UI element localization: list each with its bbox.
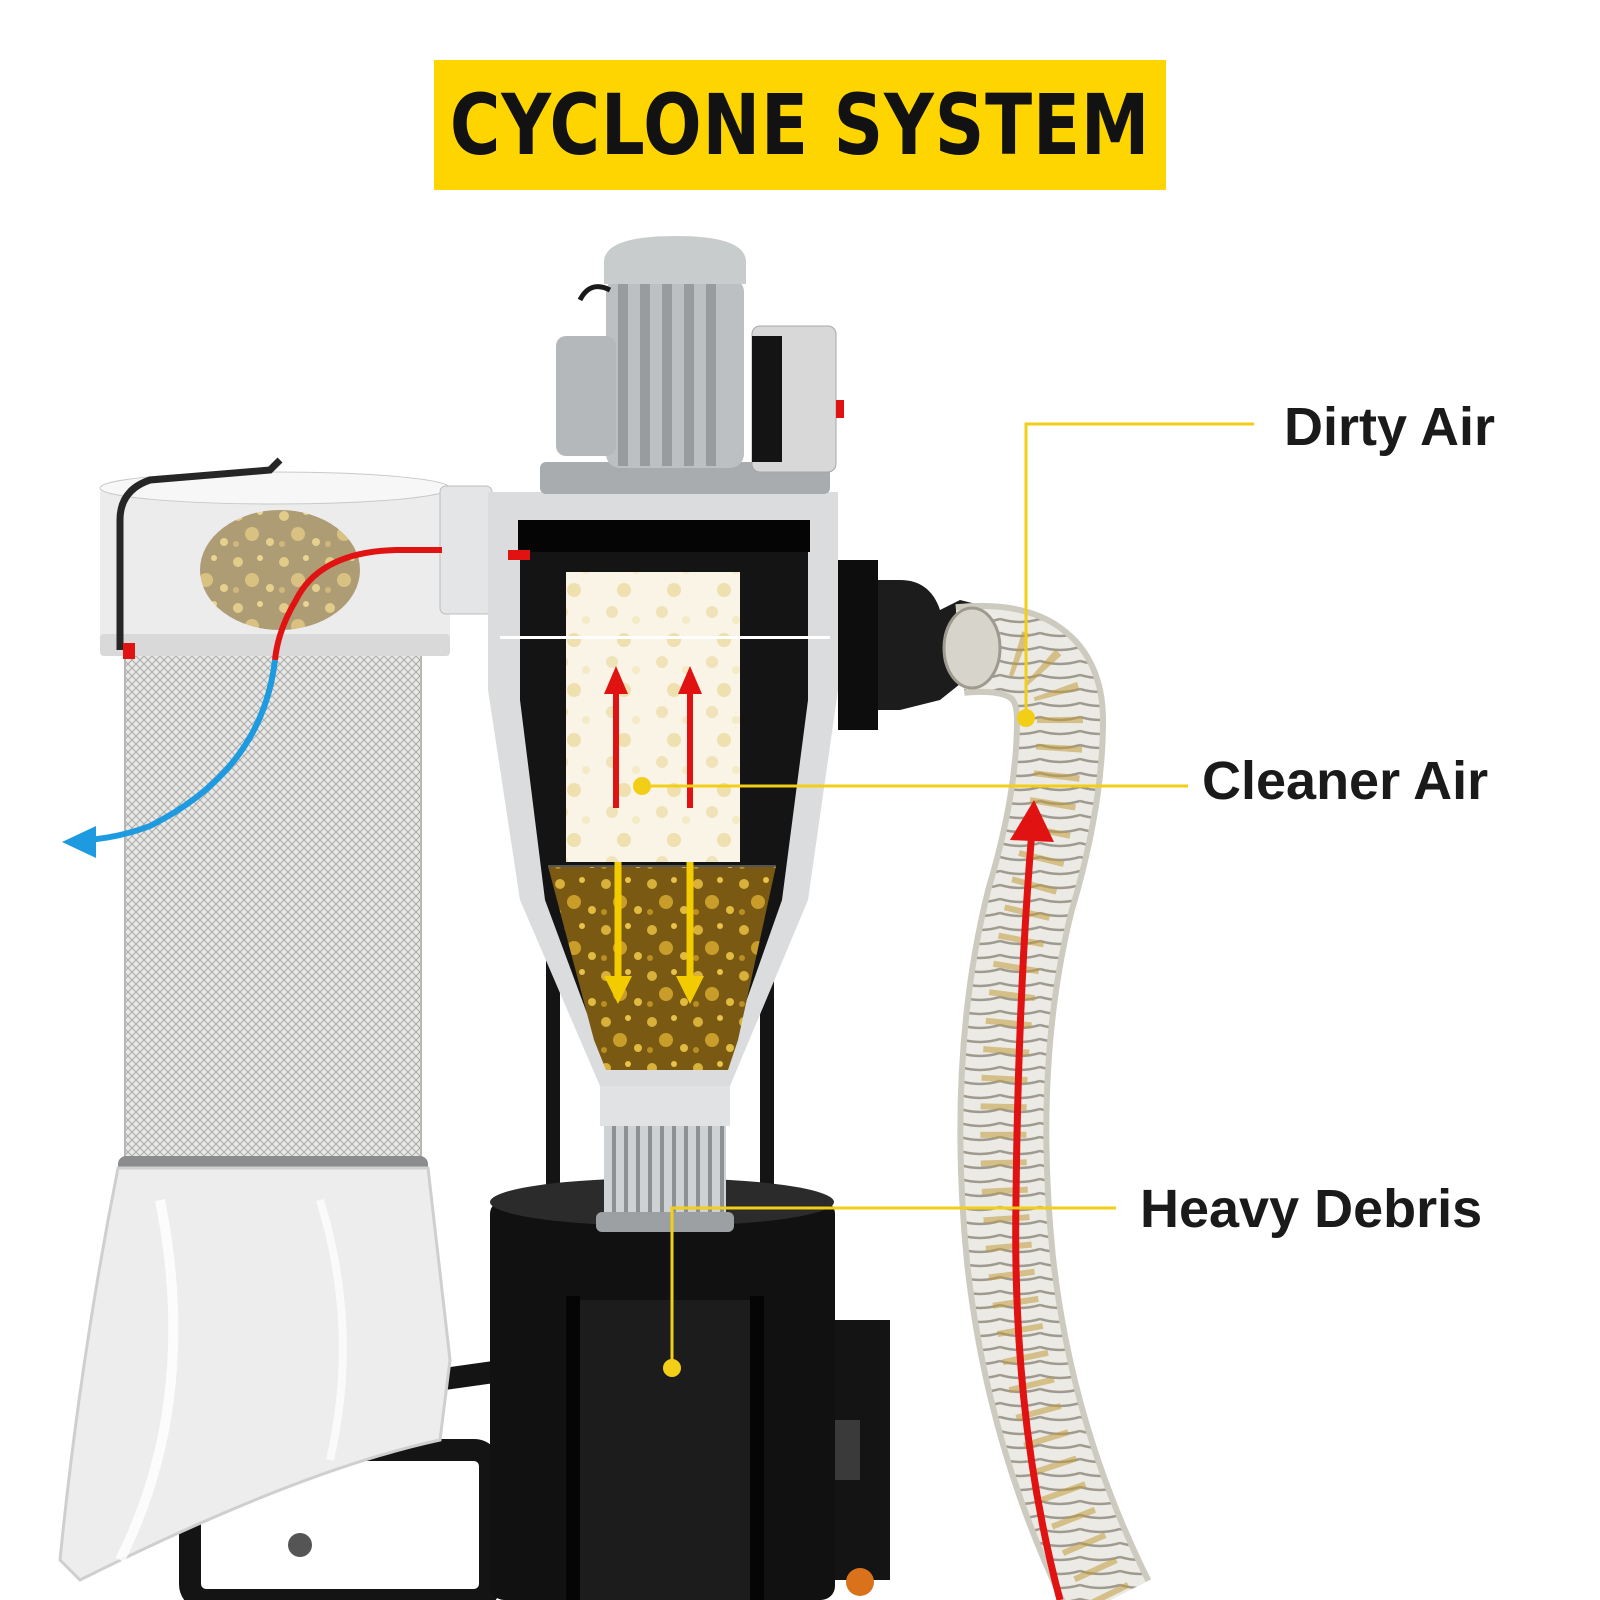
callout-lines xyxy=(633,422,1254,1377)
debris-drum-icon xyxy=(490,1178,835,1600)
callout-label-heavy-debris: Heavy Debris xyxy=(1140,1179,1483,1239)
callout-line-heavy-debris xyxy=(670,1206,1116,1368)
callout-label-dirty-air: Dirty Air xyxy=(1284,397,1496,457)
collection-bag-icon xyxy=(58,1166,452,1582)
filter-lid xyxy=(99,457,451,659)
title-banner xyxy=(434,60,1166,190)
callout-line-dirty-air xyxy=(1024,422,1254,718)
cyclone-body xyxy=(488,492,838,1086)
title-banner-box: CYCLONE SYSTEM xyxy=(434,60,1166,190)
inlet-duct xyxy=(439,485,493,615)
page-title: CYCLONE SYSTEM xyxy=(449,76,1151,174)
flow-arrow-icon xyxy=(62,547,1064,1600)
switch-box-icon xyxy=(751,325,844,473)
callout-dot-dirty-air xyxy=(1017,709,1035,727)
callout-label-cleaner-air: Cleaner Air xyxy=(1202,751,1489,811)
filter-canister-icon xyxy=(118,651,428,1174)
hose-icon xyxy=(942,602,1152,1600)
callout-dot-cleaner-air xyxy=(633,777,651,795)
flex-coupling xyxy=(596,1086,734,1232)
callout-dot-heavy-debris xyxy=(663,1359,681,1377)
